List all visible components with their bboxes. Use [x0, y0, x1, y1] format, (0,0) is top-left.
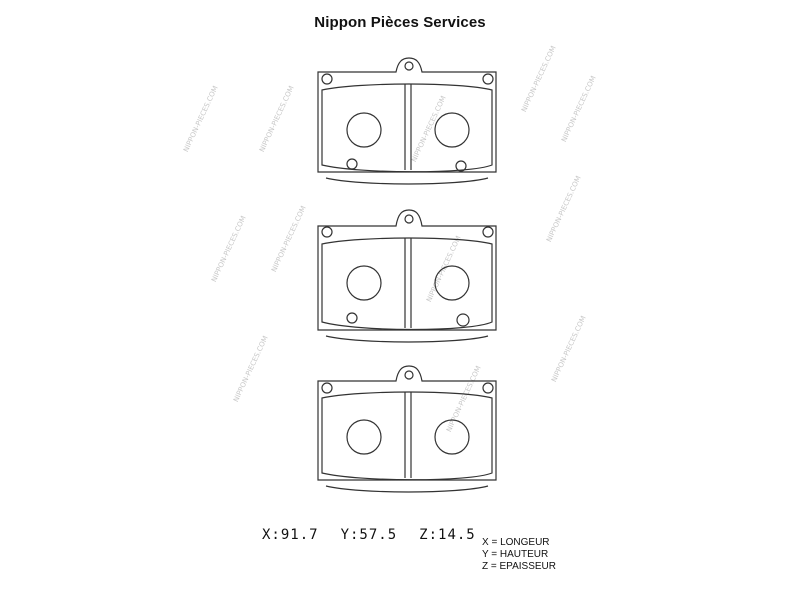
backing-plate-outline [317, 209, 497, 331]
mounting-hole-left [321, 226, 333, 238]
shim-dot-right [455, 160, 467, 172]
legend-x: X = LONGEUR [482, 537, 550, 548]
legend-z: Z = EPAISSEUR [482, 561, 557, 572]
shim-dot-left [346, 158, 358, 170]
friction-material-outline [321, 391, 493, 481]
backing-plate-outline [317, 57, 497, 173]
piston-circle-right [434, 112, 470, 148]
mounting-hole-right [482, 73, 494, 85]
page-title: Nippon Pièces Services [314, 14, 486, 31]
dimensions-row: X:91.7 Y:57.5 Z:14.5 [262, 527, 476, 543]
piston-circle-right [434, 419, 470, 455]
friction-material-outline [321, 83, 493, 173]
brake-pad-bottom-view [317, 365, 497, 493]
shim-dot-left [346, 312, 358, 324]
friction-lower-edge [325, 485, 489, 493]
mounting-hole-right [482, 382, 494, 394]
center-notch-hole [404, 370, 414, 380]
mounting-hole-left [321, 382, 333, 394]
mounting-hole-right [482, 226, 494, 238]
dimension-x: X:91.7 [262, 527, 319, 543]
shim-dot-right [456, 313, 470, 327]
piston-circle-right [434, 265, 470, 301]
friction-lower-edge [325, 335, 489, 343]
friction-material-outline [321, 237, 493, 331]
dimension-legend: X = LONGEUR Y = HAUTEUR Z = EPAISSEUR [482, 537, 556, 573]
center-notch-hole [404, 61, 414, 71]
mounting-hole-left [321, 73, 333, 85]
legend-y: Y = HAUTEUR [482, 549, 549, 560]
center-notch-hole [404, 214, 414, 224]
backing-plate-outline [317, 365, 497, 481]
piston-circle-left [346, 419, 382, 455]
brake-pad-middle-view [317, 209, 497, 343]
piston-circle-left [346, 112, 382, 148]
friction-lower-edge [325, 177, 489, 185]
dimension-z: Z:14.5 [419, 527, 476, 543]
piston-circle-left [346, 265, 382, 301]
brake-pad-top-view [317, 57, 497, 185]
dimension-y: Y:57.5 [340, 527, 398, 543]
